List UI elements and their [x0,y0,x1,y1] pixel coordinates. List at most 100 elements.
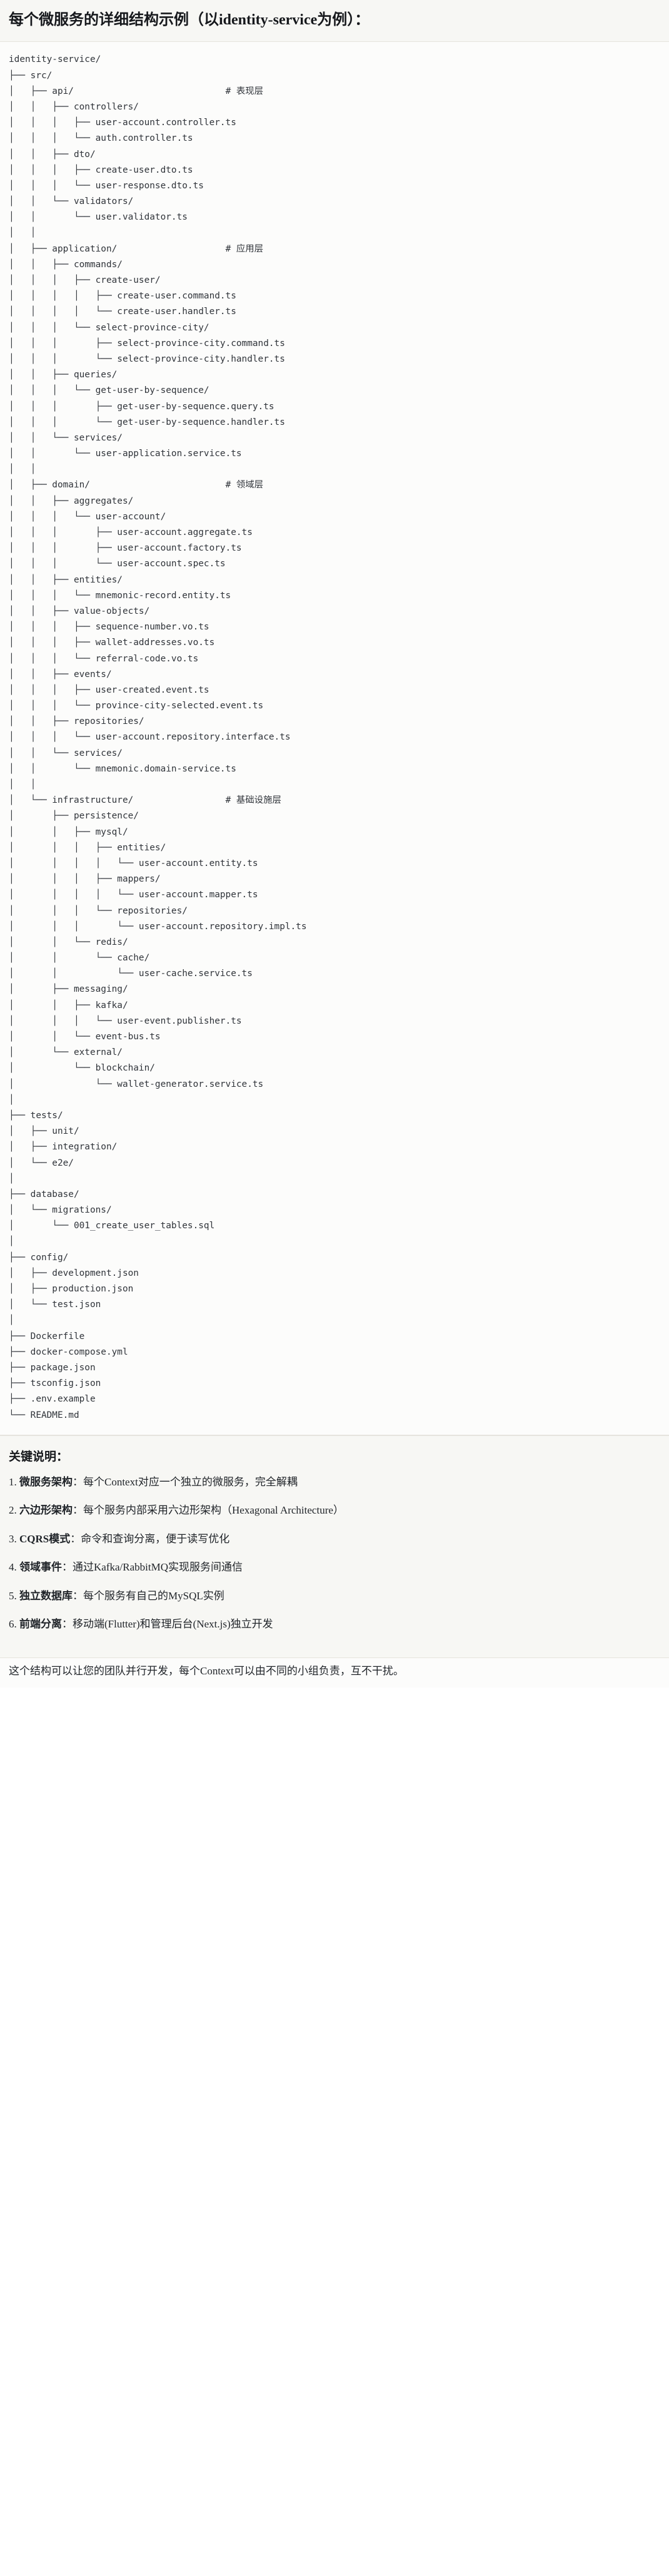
tree-line-path: │ ├── api/ [9,86,74,96]
tree-line: identity-service/ [9,52,660,68]
tree-line: │ │ │ └── get-user-by-sequence.handler.t… [9,415,660,430]
tree-line-path: │ │ └── event-bus.ts [9,1032,161,1042]
tree-line: │ │ ├── queries/ [9,367,660,383]
tree-line: │ └── blockchain/ [9,1061,660,1076]
tree-line: │ │ │ └── auth.controller.ts [9,131,660,146]
tree-line: ├── database/ [9,1187,660,1203]
tree-line: │ └── e2e/ [9,1156,660,1171]
tree-line: │ │ │ └── user-account.repository.impl.t… [9,919,660,935]
tree-line-path: │ │ │ ├── get-user-by-sequence.query.ts [9,401,274,412]
tree-line: │ │ └── user-application.service.ts [9,446,660,462]
tree-line: │ │ └── services/ [9,746,660,761]
tree-line: │ │ │ └── user-account.spec.ts [9,556,660,572]
tree-line-path: │ │ │ └── province-city-selected.event.t… [9,701,264,711]
tree-line: │ ├── application/ # 应用层 [9,242,660,257]
tree-line-path: │ │ [9,464,36,475]
tree-line-path: │ │ │ └── referral-code.vo.ts [9,653,199,664]
tree-line-gap [133,795,225,805]
tree-line: │ │ │ ├── user-account.aggregate.ts [9,525,660,541]
tree-line: │ └── 001_create_user_tables.sql [9,1218,660,1234]
tree-line: │ │ │ │ ├── create-user.command.ts [9,288,660,304]
key-note-term: CQRS模式 [19,1532,71,1545]
tree-line-path: ├── .env.example [9,1394,96,1405]
tree-line-gap [117,244,225,254]
tree-line-path: │ │ │ │ └── create-user.handler.ts [9,307,236,317]
tree-line-path: │ └── 001_create_user_tables.sql [9,1221,215,1231]
tree-line-path: │ └── migrations/ [9,1205,112,1216]
tree-line-path: │ │ │ ├── user-account.factory.ts [9,543,242,554]
key-note-separator: ： [73,1504,83,1517]
tree-line-path: │ │ │ └── user-event.publisher.ts [9,1016,242,1026]
tree-line: │ └── test.json [9,1297,660,1313]
tree-line-path: ├── package.json [9,1362,96,1373]
tree-line-path: ├── database/ [9,1189,79,1199]
tree-line: │ │ └── validators/ [9,194,660,210]
tree-line-path: │ │ │ └── select-province-city.handler.t… [9,354,285,364]
tree-line: │ │ │ └── user-response.dto.ts [9,178,660,194]
tree-line-path: │ │ │ └── user-account.repository.impl.t… [9,921,307,932]
tree-line-path: ├── tests/ [9,1110,63,1121]
tree-line: │ [9,1234,660,1250]
key-note-item: 5. 独立数据库：每个服务有自己的MySQL实例 [9,1588,660,1604]
tree-line-path: │ │ │ ├── create-user.dto.ts [9,165,193,175]
tree-line: │ │ └── event-bus.ts [9,1029,660,1045]
tree-line: │ │ ├── events/ [9,667,660,683]
tree-line: ├── package.json [9,1360,660,1376]
tree-line: │ ├── api/ # 表现层 [9,84,660,99]
title-block: 每个微服务的详细结构示例（以identity-service为例）： [0,0,669,43]
tree-line: │ └── infrastructure/ # 基础设施层 [9,793,660,808]
tree-line-path: │ │ ├── entities/ [9,574,123,585]
tree-line: │ │ │ │ └── user-account.mapper.ts [9,887,660,903]
tree-line-path: │ │ │ └── user-response.dto.ts [9,180,204,191]
tree-line: ├── .env.example [9,1392,660,1407]
tree-line: │ │ │ │ └── create-user.handler.ts [9,304,660,320]
tree-line: │ │ ├── commands/ [9,257,660,273]
tree-line-path: │ │ │ │ └── user-account.mapper.ts [9,890,258,900]
key-note-number: 4. [9,1561,19,1574]
tree-line: │ │ │ ├── mappers/ [9,872,660,887]
tree-line-path: │ │ │ ├── wallet-addresses.vo.ts [9,638,215,648]
tree-line-path: │ ├── production.json [9,1284,134,1295]
tree-line-path: │ │ │ ├── mappers/ [9,874,161,885]
tree-line: │ ├── production.json [9,1281,660,1297]
key-note-description: 每个服务内部采用六边形架构（Hexagonal Architecture） [83,1504,344,1517]
tree-line: │ │ │ └── referral-code.vo.ts [9,651,660,667]
tree-line-comment: # 领域层 [225,480,264,491]
page-root: 每个微服务的详细结构示例（以identity-service为例）： ident… [0,0,669,1677]
tree-line: │ └── migrations/ [9,1203,660,1218]
tree-line: │ ├── messaging/ [9,982,660,997]
directory-tree-block: identity-service/ ├── src/ │ ├── api/ # 表现… [0,42,669,1435]
tree-line-path: │ │ └── mnemonic.domain-service.ts [9,763,236,774]
tree-line-path: │ │ │ ├── sequence-number.vo.ts [9,622,209,633]
tree-line-path: │ └── infrastructure/ [9,795,134,806]
tree-line-path: │ │ ├── dto/ [9,149,96,160]
tree-line: │ │ │ └── mnemonic-record.entity.ts [9,588,660,604]
tree-line-path: │ │ └── redis/ [9,937,128,947]
tree-line: │ │ │ └── get-user-by-sequence/ [9,383,660,399]
tree-line: │ │ └── mnemonic.domain-service.ts [9,761,660,777]
tree-line: │ │ [9,462,660,477]
tree-line-path: │ │ │ └── get-user-by-sequence/ [9,385,209,396]
tree-line: │ ├── development.json [9,1266,660,1281]
tree-line-path: │ ├── messaging/ [9,984,128,995]
tree-line: │ [9,1092,660,1108]
tree-line-path: ├── config/ [9,1252,69,1263]
key-note-description: 每个服务有自己的MySQL实例 [83,1589,224,1602]
tree-line-path: │ │ │ └── user-account.repository.interf… [9,732,291,743]
key-note-separator: ： [70,1532,81,1545]
key-note-item: 2. 六边形架构：每个服务内部采用六边形架构（Hexagonal Archite… [9,1502,660,1519]
tree-line: │ │ │ ├── create-user/ [9,273,660,288]
tree-line-path: │ │ │ │ └── user-account.entity.ts [9,858,258,868]
key-note-number: 1. [9,1475,19,1488]
tree-line: │ │ │ └── select-province-city/ [9,320,660,336]
tree-line: ├── src/ [9,68,660,84]
tree-line-comment: # 基础设施层 [225,795,281,806]
tree-line: │ │ │ ├── get-user-by-sequence.query.ts [9,399,660,415]
tree-line-path: │ └── wallet-generator.service.ts [9,1079,264,1089]
tree-line-path: │ │ [9,228,36,238]
tree-line-path: │ [9,1236,14,1247]
tree-line-path: ├── src/ [9,70,53,81]
tree-line: ├── tsconfig.json [9,1376,660,1392]
key-note-number: 2. [9,1504,19,1517]
key-note-term: 六边形架构 [19,1504,73,1517]
